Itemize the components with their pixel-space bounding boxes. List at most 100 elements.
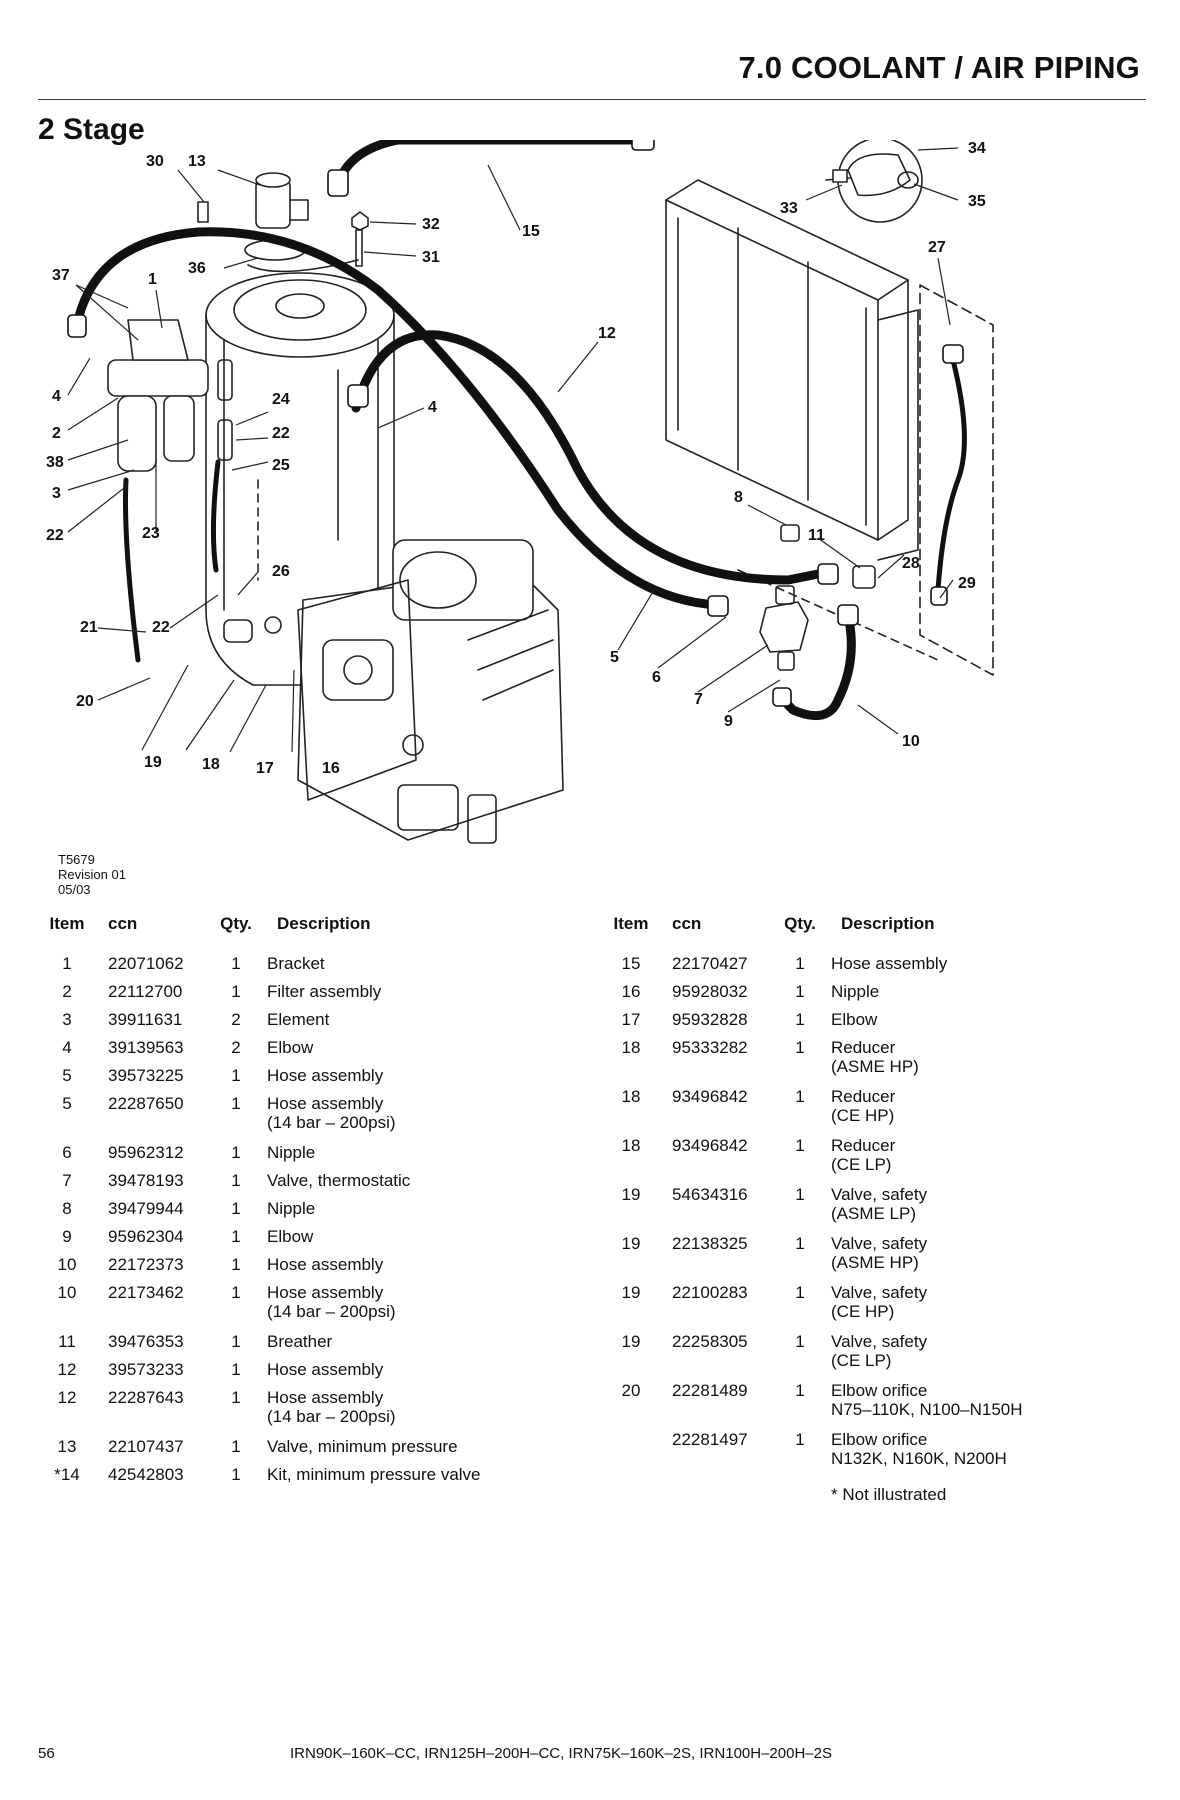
quantity: 1 — [795, 1185, 805, 1204]
description: Valve, safety(ASME HP) — [831, 1234, 1151, 1272]
quantity: 1 — [231, 1388, 241, 1407]
description-line: Hose assembly — [267, 1255, 384, 1274]
callout-label: 17 — [256, 760, 274, 777]
nipple-8-drawing — [780, 524, 800, 542]
ccn-number: 95962312 — [108, 1143, 184, 1162]
ccn-number: 22107437 — [108, 1437, 184, 1456]
header-description: Description — [277, 914, 371, 933]
quantity: 1 — [231, 1255, 241, 1274]
separator-tank — [205, 272, 395, 686]
callout-label: 12 — [598, 325, 616, 342]
quantity: 1 — [795, 1234, 805, 1253]
airend-drawing — [297, 539, 564, 844]
ccn-number: 22172373 — [108, 1255, 184, 1274]
ccn-number: 22281489 — [672, 1381, 748, 1400]
ccn-number: 42542803 — [108, 1465, 184, 1484]
description: Hose assembly(14 bar – 200psi) — [267, 1283, 587, 1321]
callout-label: 13 — [188, 153, 206, 170]
ccn-number: 22100283 — [672, 1283, 748, 1302]
ccn-number: 54634316 — [672, 1185, 748, 1204]
leader-lines — [67, 147, 959, 753]
breather-11-drawing — [852, 565, 876, 589]
callout-label: 37 — [52, 267, 70, 284]
description-line: (14 bar – 200psi) — [267, 1407, 396, 1426]
callout-label: 29 — [958, 575, 976, 592]
header-qty: Qty. — [220, 914, 252, 933]
item-number: 10 — [57, 1283, 77, 1302]
description: Elbow — [831, 1010, 1151, 1029]
description: Breather — [267, 1332, 587, 1351]
quantity: 1 — [231, 982, 241, 1001]
callout-label: 22 — [152, 619, 170, 636]
callout-label: 20 — [76, 693, 94, 710]
quantity: 1 — [795, 1136, 805, 1155]
ccn-number: 39573225 — [108, 1066, 184, 1085]
callout-label: 6 — [652, 669, 661, 686]
description: Reducer(CE HP) — [831, 1087, 1151, 1125]
page-title: 7.0 COOLANT / AIR PIPING — [738, 50, 1140, 85]
description-line: Reducer — [831, 1087, 896, 1106]
callout-label: 18 — [202, 756, 220, 773]
ccn-number: 39479944 — [108, 1199, 184, 1218]
description: Hose assembly(14 bar – 200psi) — [267, 1094, 587, 1132]
description-line: (ASME LP) — [831, 1204, 917, 1223]
callout-label: 15 — [522, 223, 540, 240]
description: Hose assembly — [831, 954, 1151, 973]
callout-label: 36 — [188, 260, 206, 277]
header-qty: Qty. — [784, 914, 816, 933]
quantity: 1 — [795, 1038, 805, 1057]
hose-fittings — [67, 140, 964, 707]
callout-label: 9 — [724, 713, 733, 730]
ccn-number: 93496842 — [672, 1087, 748, 1106]
item-number: 13 — [57, 1437, 77, 1456]
figure-id: T5679 — [58, 852, 95, 867]
quantity: 1 — [231, 1199, 241, 1218]
quantity: 2 — [231, 1010, 241, 1029]
item-number: 16 — [621, 982, 641, 1001]
exploded-parts-diagram: 30 13 34 35 37 1 36 32 31 15 33 27 4 12 … — [46, 140, 994, 844]
tube-29-28 — [935, 357, 967, 593]
description-line: (CE HP) — [831, 1302, 895, 1321]
quantity: 1 — [795, 1430, 805, 1449]
ccn-number: 95932828 — [672, 1010, 748, 1029]
description-line: Hose assembly — [267, 1388, 384, 1407]
detail-inset — [825, 140, 923, 223]
item-number: 4 — [62, 1038, 72, 1057]
description-line: (CE HP) — [831, 1106, 895, 1125]
item-number: 9 — [62, 1227, 72, 1246]
quantity: 1 — [231, 1171, 241, 1190]
callout-label: 28 — [902, 555, 920, 572]
description: Hose assembly(14 bar – 200psi) — [267, 1388, 587, 1426]
description-line: Elbow orifice — [831, 1381, 928, 1400]
callout-label: 3 — [52, 485, 61, 502]
description-line: Hose assembly — [267, 1094, 384, 1113]
hose-15 — [333, 140, 643, 190]
callout-label: 4 — [52, 388, 61, 405]
ccn-number: 95928032 — [672, 982, 748, 1001]
item-number: 5 — [62, 1066, 72, 1085]
header-description: Description — [841, 914, 935, 933]
description-line: (CE LP) — [831, 1351, 892, 1370]
item-number: 3 — [62, 1010, 72, 1029]
description-line: Nipple — [267, 1199, 316, 1218]
quantity: 1 — [795, 954, 805, 973]
tube-group-outline — [919, 284, 994, 676]
description-line: Breather — [267, 1332, 333, 1351]
callout-label: 2 — [52, 425, 61, 442]
description: Bracket — [267, 954, 587, 973]
description-line: Nipple — [831, 982, 880, 1001]
